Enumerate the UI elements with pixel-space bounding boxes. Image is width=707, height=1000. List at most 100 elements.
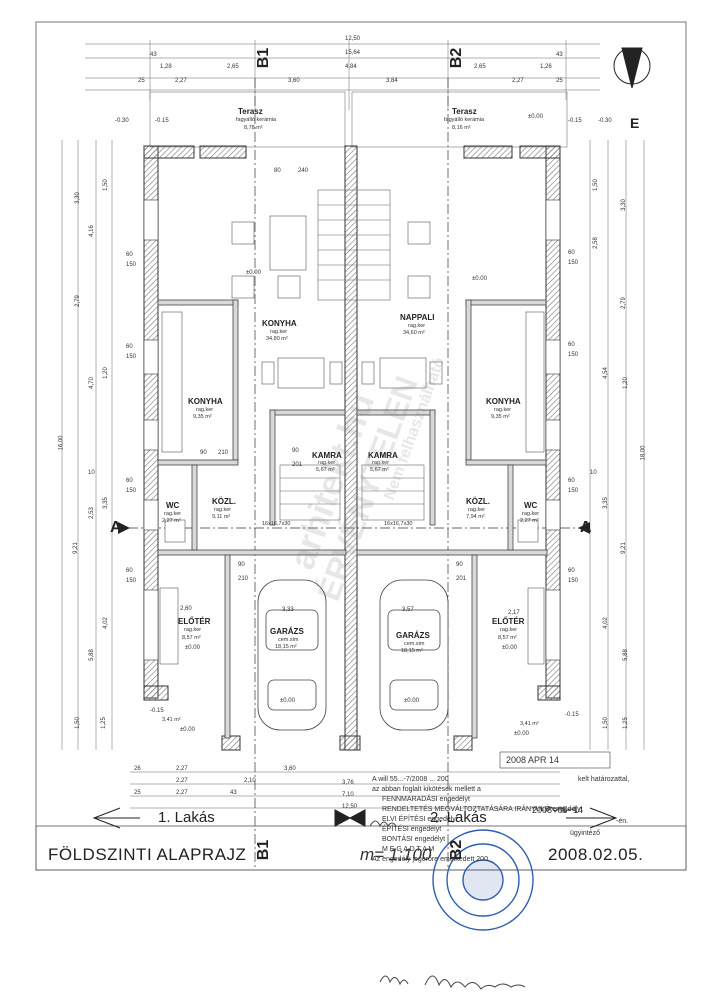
room-garage-right-mat: cem.sim (404, 641, 425, 647)
room-kitchen-right-mat: rag.ker (494, 407, 512, 413)
bottom-dim-5: 3,76 (342, 780, 354, 786)
room-kitchen-right-area: 9,35 m² (491, 414, 510, 420)
room-terrace-left-area: 8,78 m² (244, 125, 263, 131)
stamp-officer: ügyintéző (570, 830, 600, 837)
room-entry-left-mat: rag.ker (184, 627, 202, 633)
level-entrance-right: ±0.00 (514, 731, 529, 737)
unit-2-label: 2. Lakás (430, 809, 487, 826)
room-terrace-right-area: 8,16 m² (452, 125, 471, 131)
right-dim-15: 60 (568, 568, 575, 574)
bottom-dim-9: 25 (134, 790, 141, 796)
right-dim-21: 18,00 (640, 445, 647, 461)
door-dim-5: 80 (274, 168, 281, 174)
step-left-area: 3,41 m² (162, 717, 181, 723)
right-dim-7: 150 (568, 352, 579, 358)
left-dim-4: 150 (126, 262, 137, 268)
stamp-line2: az abban foglalt kikötések mellett a (372, 786, 481, 793)
door-dim-9: 90 (456, 562, 463, 568)
axis-a-left: A (110, 519, 122, 536)
room-entry-left-area: 8,57 m² (182, 635, 201, 641)
left-dim-12: 150 (126, 488, 137, 494)
dim-right-d: 3,84 (386, 78, 398, 84)
left-dim-15: 9,21 (72, 542, 79, 554)
room-entry-left-name: ELŐTÉR (178, 617, 211, 626)
door-dim-2: 210 (218, 450, 229, 456)
room-entry-right-area: 8,57 m² (498, 635, 517, 641)
door-dim-3: 90 (292, 448, 299, 454)
room-garage-left-name: GARÁZS (270, 627, 304, 636)
right-dim-18: 5,88 (622, 649, 629, 661)
right-dim-3: 60 (568, 250, 575, 256)
room-living-right-mat: rag.ker (408, 323, 426, 329)
stamp-line1-end: kelt határozattal, (578, 776, 630, 783)
room-kitchen-left-mat: rag.ker (196, 407, 214, 413)
dim-left-d: 3,60 (288, 78, 300, 84)
level-terrace-right: ±0.00 (528, 114, 543, 120)
right-dim-8: 4,54 (602, 367, 609, 379)
level-entry-right: ±0.00 (502, 645, 517, 651)
drawing-title: FÖLDSZINTI ALAPRAJZ (48, 845, 247, 864)
dim-tick-right: 25 (556, 78, 563, 84)
axis-b2-top: B2 (448, 47, 466, 69)
room-wc-left-name: WC (166, 501, 180, 510)
right-dim-9: 1,20 (622, 377, 629, 389)
left-dim-22: 16,00 (58, 435, 65, 451)
dim-total: 12,50 (345, 36, 361, 42)
right-dim-1: 1,50 (592, 179, 599, 191)
right-dim-19: 1,50 (602, 717, 609, 729)
room-living-left-mat: rag.ker (270, 329, 288, 335)
car-right (379, 579, 449, 731)
axis-e-mark: E (630, 115, 640, 131)
right-dim-5: 2,79 (620, 297, 627, 309)
level-terrace-right-b: -0.15 (568, 118, 582, 124)
stamp-valid: Az engedély jogerőre emelkedett 200. (372, 856, 490, 863)
bottom-dim-10: 2,10 (244, 778, 256, 784)
stamp-item-4: ÉPÍTÉSI engedélyt (382, 826, 442, 833)
step-right-area: 3,41 m² (520, 721, 539, 727)
right-dim-12: 150 (568, 488, 579, 494)
bottom-dim-1: 2,27 (176, 766, 188, 772)
room-living-left-area: 34,80 m² (266, 336, 288, 342)
right-dim-6: 60 (568, 342, 575, 348)
drawing-date: 2008.02.05. (548, 845, 644, 864)
level-terrace-left-outer: -0.30 (115, 118, 129, 124)
room-hall-left-mat: rag.ker (214, 507, 232, 513)
left-dim-14: 2,53 (88, 507, 95, 519)
unit-arrows (92, 807, 618, 829)
windows (143, 199, 561, 661)
dim-inner: 15,64 (345, 50, 361, 56)
north-arrow-icon (613, 47, 651, 89)
left-dim-11: 60 (126, 478, 133, 484)
room-terrace-left-name: Terasz (238, 107, 263, 116)
bottom-dim-4: 3,60 (284, 766, 296, 772)
dim-right-a: 1,26 (540, 64, 552, 70)
stamp-item-1: FENNMARADÁSI engedélyt (382, 796, 470, 803)
room-pantry-left-name: KAMRA (312, 451, 342, 460)
room-pantry-right-name: KAMRA (368, 451, 398, 460)
bottom-dim-2: 2,27 (176, 778, 188, 784)
stamp-item-3: ELVI ÉPÍTÉSI engedélyt (382, 816, 458, 823)
level-garage-left: ±0.00 (280, 698, 295, 704)
right-dim-20: 1,25 (622, 717, 629, 729)
top-dimension-lines (85, 40, 600, 110)
bottom-dim-3: 2,27 (176, 790, 188, 796)
level-terrace-right-outer: -0.30 (598, 118, 612, 124)
right-dim-2: 2,58 (592, 237, 599, 249)
stamp-item-5: BONTÁSI engedélyt (382, 836, 446, 843)
room-hall-left-area: 9,11 m² (212, 514, 231, 520)
title-block (35, 825, 687, 871)
level-entry-left: ±0.00 (185, 645, 200, 651)
left-dim-13: 3,35 (102, 497, 109, 509)
dim-left-c: 2,65 (227, 64, 239, 70)
party-wall (344, 145, 358, 751)
room-hall-left-name: KÖZL. (212, 497, 236, 506)
right-dim-16: 150 (568, 578, 579, 584)
bottom-dim-0: 26 (134, 766, 141, 772)
room-kitchen-right-name: KONYHA (486, 397, 521, 406)
dim-tick-left: 25 (138, 78, 145, 84)
side-dimension-lines (61, 140, 645, 750)
left-dim-19: 5,88 (88, 649, 95, 661)
received-date: 2008 APR 14 (506, 755, 560, 765)
dim-corner-left: 43 (150, 52, 157, 58)
